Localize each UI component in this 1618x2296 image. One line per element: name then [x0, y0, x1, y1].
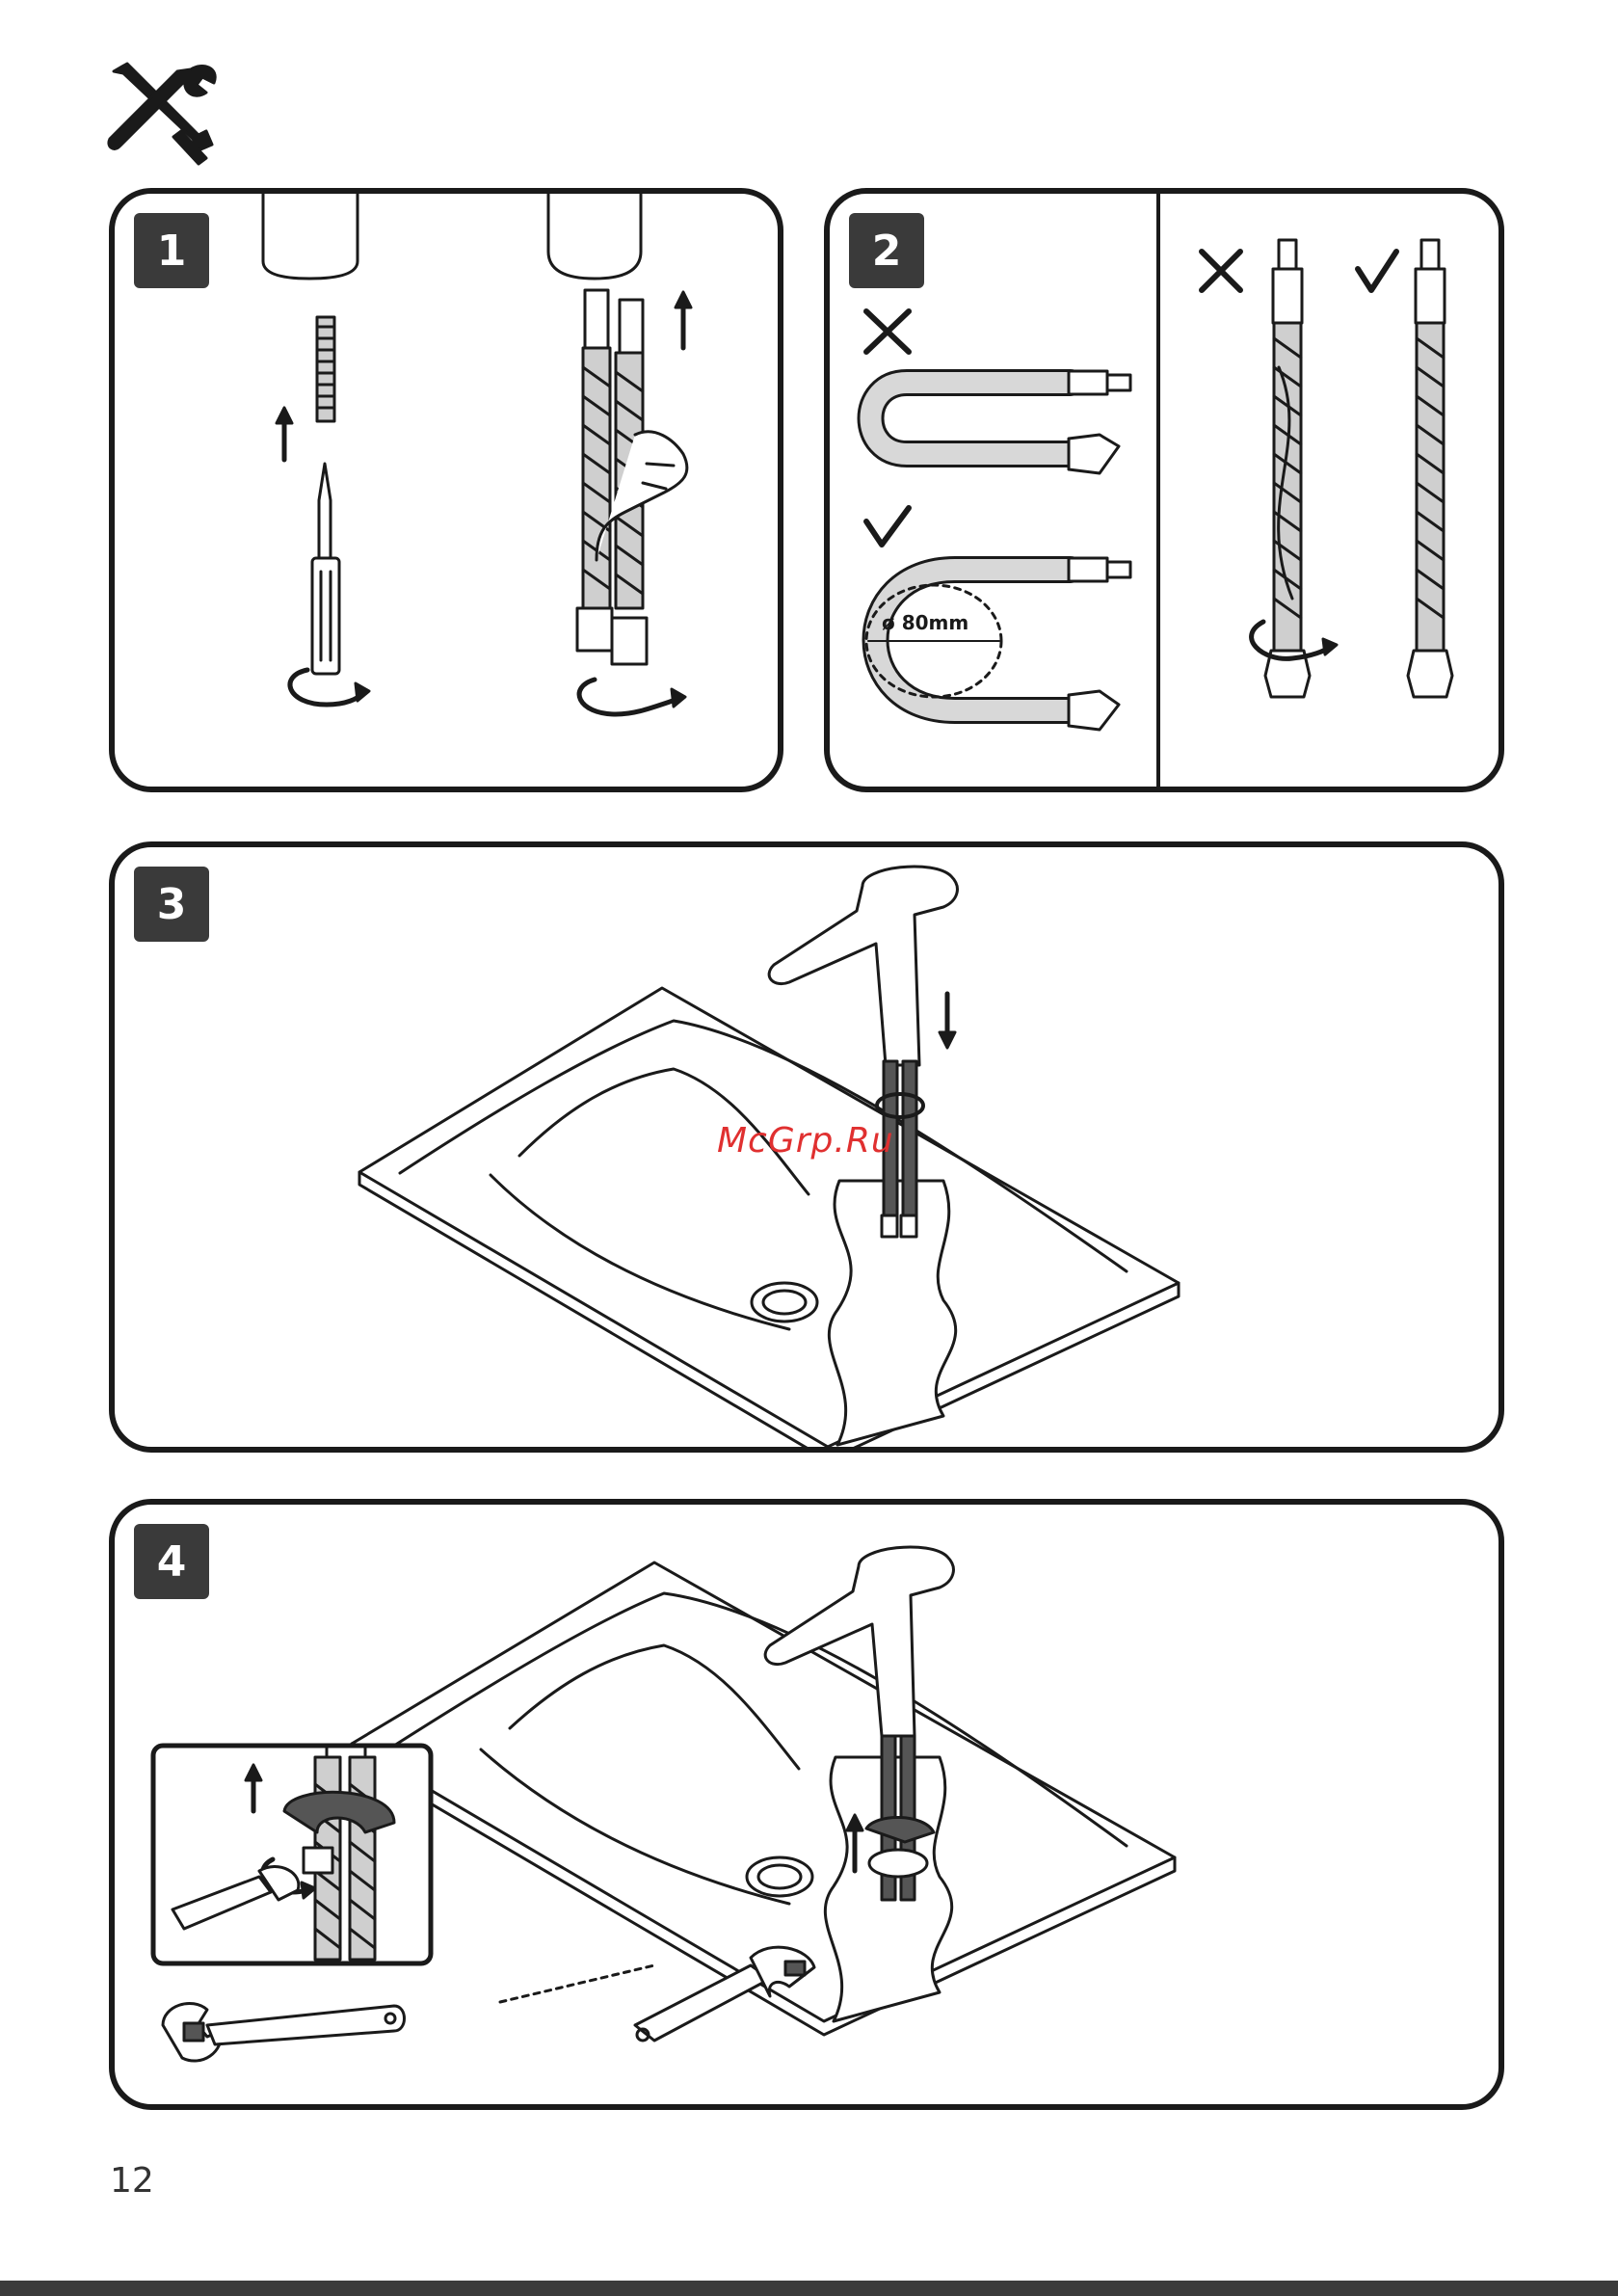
- footer-rule: [0, 2281, 1618, 2296]
- step-1-panel: 1: [109, 188, 783, 792]
- tools-icon: [0, 0, 1618, 193]
- bend-diameter-label: ø 80mm: [882, 611, 968, 634]
- hose-icon: ø 80mm: [830, 194, 1504, 792]
- screwdriver-icon: [115, 194, 783, 792]
- step-2-panel: 2 ø 80mm: [824, 188, 1504, 792]
- page-number: 12: [110, 2161, 154, 2201]
- wrench-icon: [115, 1505, 1504, 2110]
- step-4-panel: 4: [109, 1499, 1504, 2110]
- watermark-text: McGrp.Ru: [717, 1121, 894, 1161]
